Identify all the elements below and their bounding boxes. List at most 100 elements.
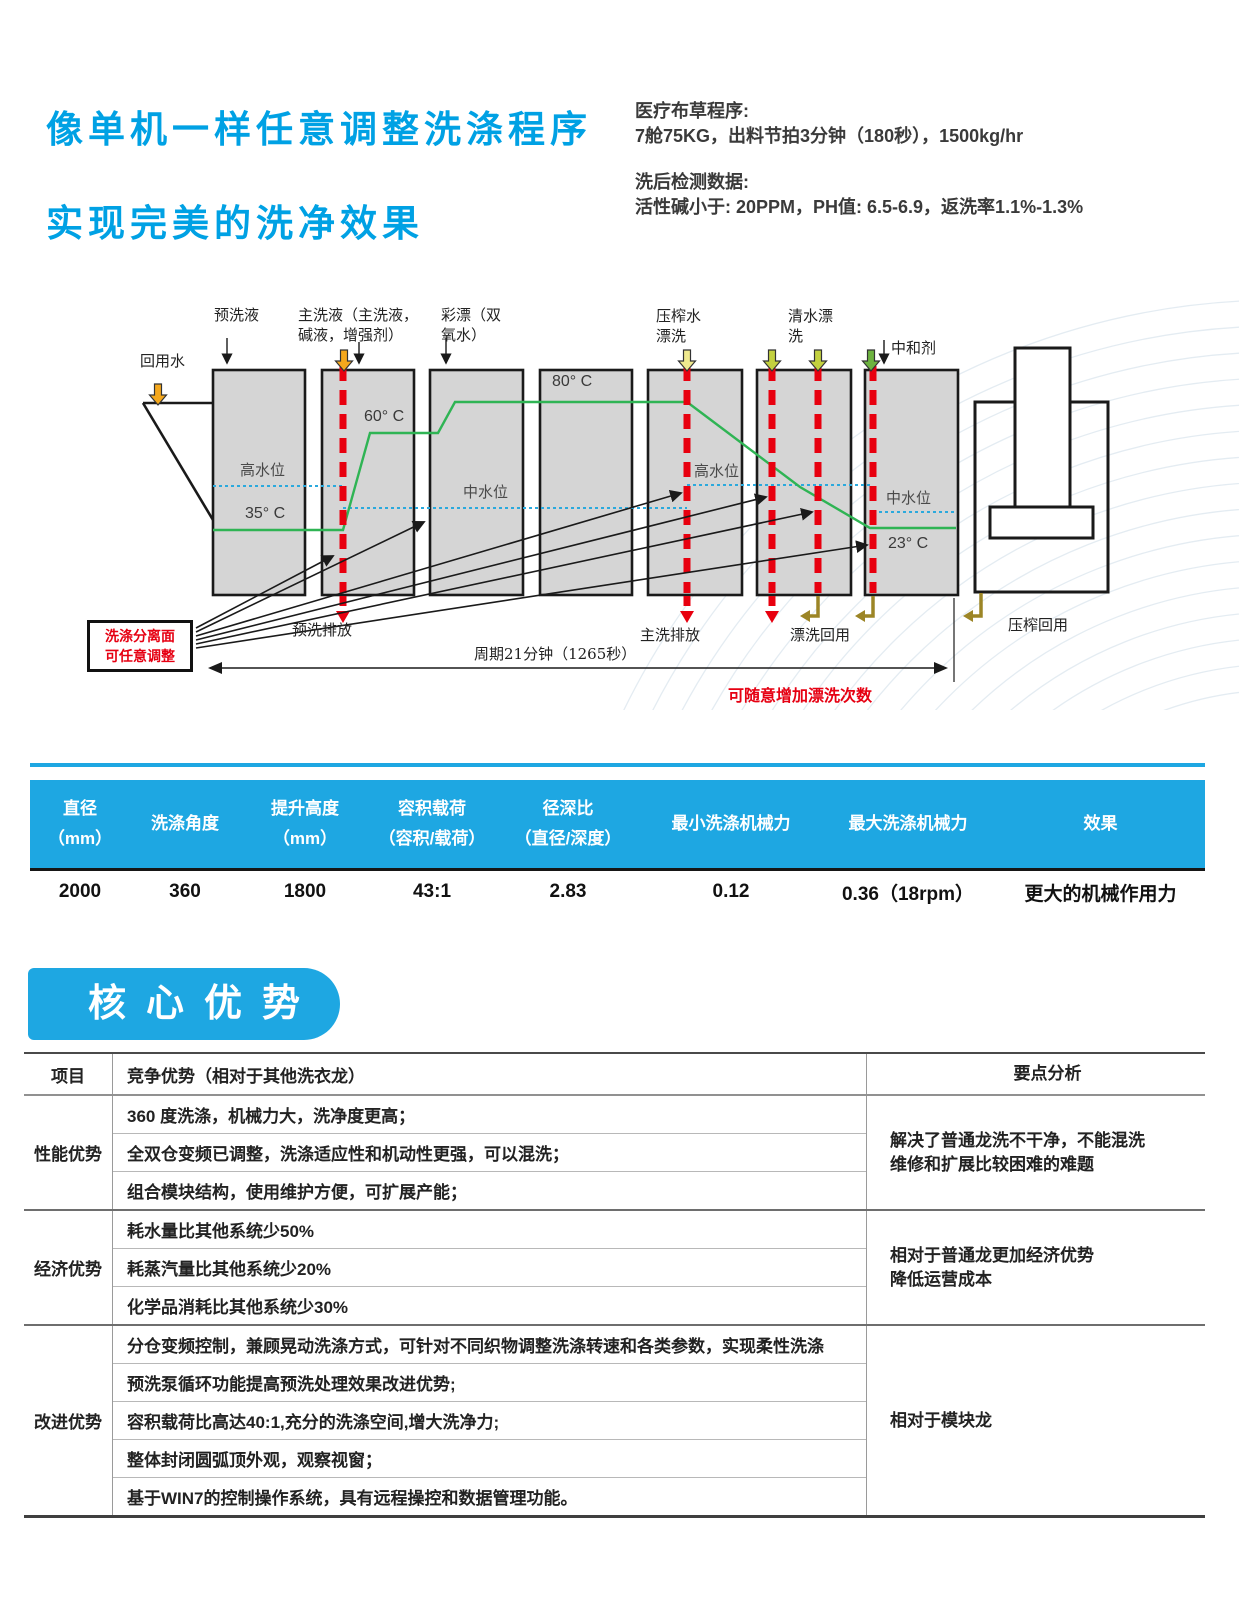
- group-name: 经济优势: [34, 1260, 102, 1279]
- spec-table-top-rule: [30, 763, 1205, 767]
- high-water-level-label-1: 高水位: [240, 461, 286, 479]
- spec-col-effect: 效果: [1083, 814, 1118, 834]
- spec-col-ratio: 径深比（直径/深度）: [514, 799, 622, 848]
- neutralizer-label: 中和剂: [891, 339, 937, 357]
- advantage-row: 基于WIN7的控制操作系统，具有远程操控和数据管理功能。: [127, 1489, 578, 1508]
- advantage-row: 预洗泵循环功能提高预洗处理效果改进优势;: [113, 1364, 866, 1402]
- spec-value-lift-height: 1800: [283, 881, 327, 902]
- spec-table-value-row: 2000 360 1800 43:1 2.83 0.12 0.36（18rpm）…: [30, 871, 1205, 913]
- group-rows: 分仓变频控制，兼顾晃动洗涤方式，可针对不同织物调整洗涤转速和各类参数，实现柔性洗…: [112, 1326, 867, 1515]
- prewash-drain-label: 预洗排放: [292, 621, 353, 639]
- high-water-level-label-2: 高水位: [694, 462, 740, 480]
- spec-value-max-force: 0.36（18rpm）: [841, 883, 974, 905]
- chamber-5: [646, 368, 744, 597]
- mid-water-level-label-1: 中水位: [463, 483, 509, 501]
- spec-col-max-force: 最大洗涤机械力: [848, 814, 968, 834]
- wash-chambers: [211, 368, 960, 597]
- spec-col-min-force: 最小洗涤机械力: [671, 814, 791, 834]
- header-analysis: 要点分析: [1013, 1064, 1082, 1084]
- program-label: 医疗布草程序:: [635, 101, 749, 121]
- cycle-time-label: 周期21分钟（1265秒）: [474, 645, 637, 663]
- clean-water-rinse-label: 清水漂洗: [788, 307, 834, 346]
- spec-col-diameter: 直径（mm）: [47, 799, 113, 848]
- core-advantages-table: 项目 竞争优势（相对于其他洗衣龙） 要点分析 性能优势 360 度洗涤，机械力大…: [24, 1052, 1205, 1518]
- spec-col-wash-angle: 洗涤角度: [151, 814, 219, 834]
- mid-water-level-label-2: 中水位: [886, 489, 932, 507]
- separation-callout-line2: 可任意调整: [105, 648, 175, 664]
- group-rows: 360 度洗涤，机械力大，洗净度更高； 全双仓变频已调整，洗涤适应性和机动性更强…: [112, 1096, 867, 1209]
- header-item: 项目: [51, 1066, 85, 1086]
- advantage-row: 组合模块结构，使用维护方便，可扩展产能；: [127, 1183, 467, 1202]
- separation-adjust-callout: 洗涤分离面 可任意调整: [87, 620, 193, 672]
- temp-80-label: 80° C: [552, 373, 593, 390]
- rinse-reuse-label: 漂洗回用: [790, 626, 851, 644]
- dosing-arrows: [221, 338, 890, 365]
- group-name: 改进优势: [34, 1413, 102, 1432]
- header-advantage: 竞争优势（相对于其他洗衣龙）: [112, 1054, 867, 1094]
- infeed-chute: [141, 401, 215, 521]
- color-bleach-label: 彩漂（双氧水）: [441, 306, 502, 345]
- clean-water-arrow-1-icon: [762, 349, 782, 372]
- prewash-liquid-label: 预洗液: [214, 306, 260, 324]
- spec-col-lift-height: 提升高度（mm）: [271, 799, 339, 848]
- separation-lines: [339, 366, 877, 593]
- chamber-7: [863, 368, 960, 597]
- main-wash-drain-label: 主洗排放: [640, 626, 701, 644]
- advantage-row: 全双仓变频已调整，洗涤适应性和机动性更强，可以混洗；: [113, 1134, 866, 1172]
- temperature-profile-line: [213, 400, 956, 532]
- advantage-row: 360 度洗涤，机械力大，洗净度更高；: [113, 1096, 866, 1134]
- spec-value-volume-load: 43:1: [412, 881, 452, 902]
- group-name: 性能优势: [34, 1145, 102, 1164]
- temp-35-label: 35° C: [245, 505, 286, 522]
- test-data-label: 洗后检测数据:: [635, 172, 749, 192]
- press-platen: [988, 505, 1095, 540]
- wash-process-diagram: 回用水 预洗液 主洗液（主洗液，碱液，增强剂） 彩漂（双氧水） 压榨水漂洗 清水…: [0, 280, 1239, 710]
- spec-value-wash-angle: 360: [169, 881, 201, 902]
- group-economy: 经济优势 耗水量比其他系统少50% 耗蒸汽量比其他系统少20% 化学品消耗比其他…: [24, 1211, 1205, 1326]
- advantage-row: 化学品消耗比其他系统少30%: [127, 1298, 349, 1317]
- chamber-2: [320, 368, 416, 597]
- test-data-value: 活性碱小于: 20PPM，PH值: 6.5-6.9，返洗率1.1%-1.3%: [635, 197, 1084, 217]
- neutralizer-arrow-icon: [861, 349, 881, 372]
- advantage-row: 容积载荷比高达40:1,充分的洗涤空间,增大洗净力;: [113, 1402, 866, 1440]
- chamber-6: [755, 368, 853, 597]
- advantage-row: 耗蒸汽量比其他系统少20%: [113, 1249, 866, 1287]
- adjustable-separation-arrows: [195, 489, 869, 649]
- spec-col-volume-load: 容积载荷（容积/载荷）: [378, 799, 486, 848]
- spec-value-effect: 更大的机械作用力: [1024, 883, 1177, 905]
- spec-table: 直径（mm） 洗涤角度 提升高度（mm） 容积载荷（容积/载荷） 径深比（直径/…: [30, 763, 1205, 913]
- water-level-lines: [213, 484, 956, 513]
- group-analysis: 相对于模块龙: [890, 1410, 992, 1430]
- group-improvement: 改进优势 分仓变频控制，兼顾晃动洗涤方式，可针对不同织物调整洗涤转速和各类参数，…: [24, 1326, 1205, 1518]
- press-unit: [973, 346, 1110, 594]
- advantage-row: 耗水量比其他系统少50%: [113, 1211, 866, 1249]
- spec-value-min-force: 0.12: [712, 881, 750, 902]
- diagram-canvas: [141, 300, 1239, 710]
- clean-water-arrow-2-icon: [808, 349, 828, 372]
- advantage-row: 分仓变频控制，兼顾晃动洗涤方式，可针对不同织物调整洗涤转速和各类参数，实现柔性洗…: [113, 1326, 866, 1364]
- chamber-3: [428, 368, 525, 597]
- group-rows: 耗水量比其他系统少50% 耗蒸汽量比其他系统少20% 化学品消耗比其他系统少30…: [112, 1211, 867, 1324]
- mainwash-inlet-arrow-icon: [334, 349, 354, 372]
- add-rinse-note: 可随意增加漂洗次数: [728, 686, 873, 705]
- main-wash-liquid-label: 主洗液（主洗液，碱液，增强剂）: [298, 306, 419, 345]
- chamber-4: [538, 368, 634, 597]
- page-title-line2: 实现完美的洗净效果: [46, 203, 424, 244]
- temp-23-label: 23° C: [888, 535, 929, 552]
- spec-value-diameter: 2000: [58, 881, 102, 902]
- cycle-dimension-line: [208, 598, 955, 682]
- chamber-1: [211, 368, 307, 597]
- core-table-header: 项目 竞争优势（相对于其他洗衣龙） 要点分析: [24, 1054, 1205, 1096]
- recycled-water-label: 回用水: [140, 352, 186, 370]
- core-advantages-banner: 核心优势: [28, 968, 340, 1040]
- separation-callout-line1: 洗涤分离面: [105, 627, 175, 644]
- spec-table-header-row: 直径（mm） 洗涤角度 提升高度（mm） 容积载荷（容积/载荷） 径深比（直径/…: [30, 780, 1205, 871]
- press-ram: [1013, 346, 1072, 509]
- spec-value-ratio: 2.83: [549, 881, 587, 902]
- group-performance: 性能优势 360 度洗涤，机械力大，洗净度更高； 全双仓变频已调整，洗涤适应性和…: [24, 1096, 1205, 1211]
- reuse-bent-arrows: [800, 593, 983, 622]
- group-analysis: 解决了普通龙洗不干净，不能混洗 维修和扩展比较困难的难题: [890, 1130, 1145, 1174]
- page-title-line1: 像单机一样任意调整洗涤程序: [46, 109, 592, 150]
- group-analysis: 相对于普通龙更加经济优势 降低运营成本: [890, 1245, 1094, 1289]
